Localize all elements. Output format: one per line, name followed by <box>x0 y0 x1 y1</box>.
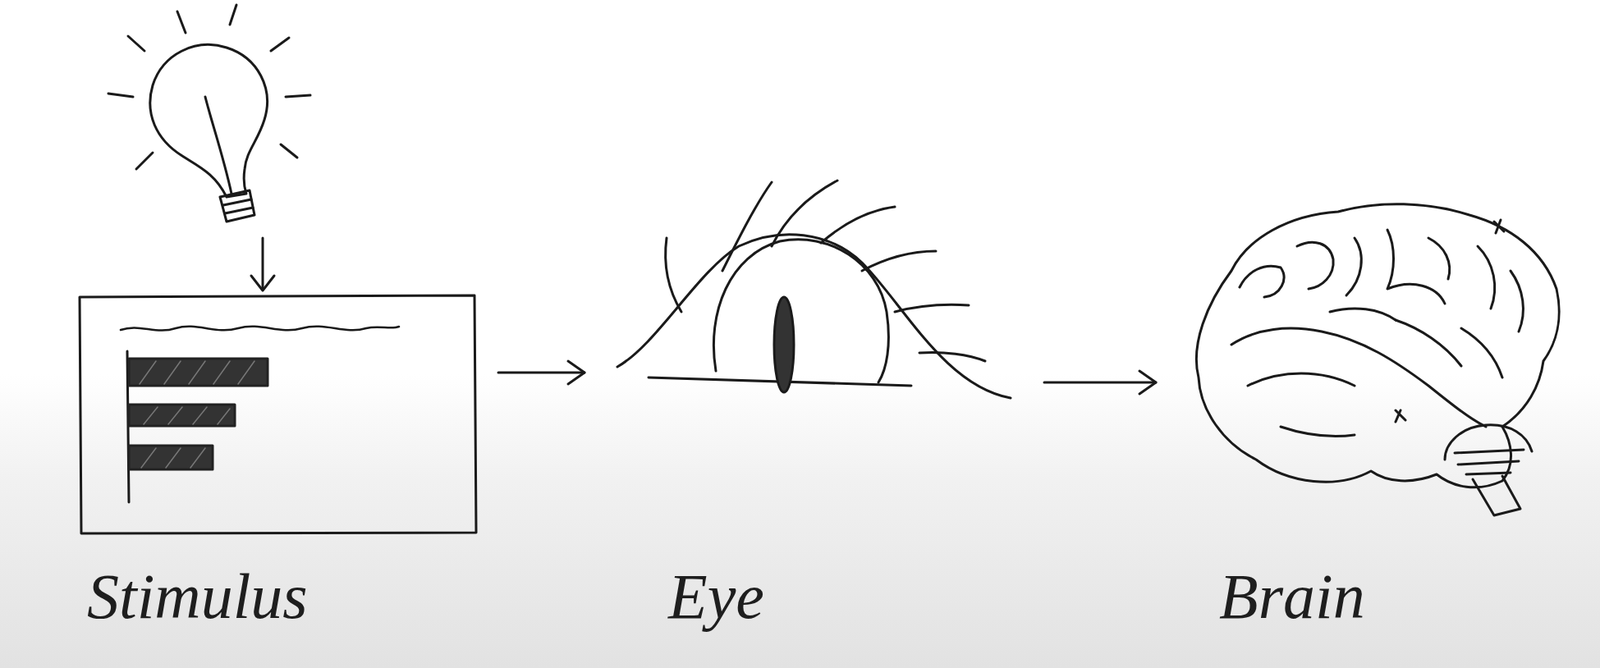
chart-box <box>79 295 477 534</box>
light-bulb <box>108 4 311 291</box>
node-label: Eye <box>668 558 765 636</box>
flow-arrow <box>1044 371 1156 395</box>
arrow-line <box>498 371 585 375</box>
arrow-head <box>568 361 585 385</box>
brain-node: Brain <box>1155 188 1567 641</box>
node-label: Stimulus <box>87 558 308 636</box>
eye-node: Eye <box>584 164 1045 641</box>
eye-drawing <box>617 180 1011 399</box>
brain-drawing <box>1196 204 1559 516</box>
arrow-line <box>1044 381 1156 385</box>
flow-arrow <box>498 361 585 385</box>
arrow-head <box>1139 371 1156 395</box>
node-label: Brain <box>1219 558 1366 636</box>
stimulus-node: Stimulus <box>79 246 499 641</box>
